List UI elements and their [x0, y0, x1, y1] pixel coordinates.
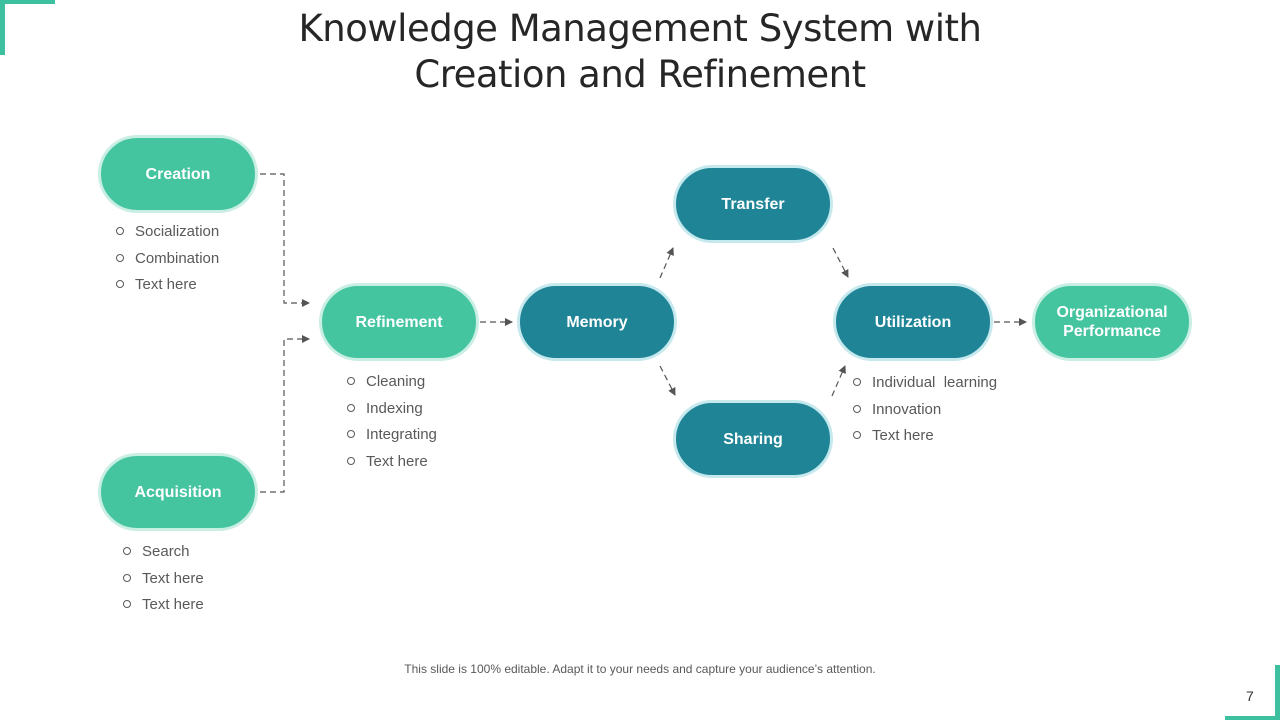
list-item: Combination [116, 246, 219, 273]
page-number: 7 [1246, 688, 1254, 704]
connector-acquisition-to-refinement [260, 335, 310, 493]
creation-list: Socialization Combination Text here [116, 219, 219, 299]
node-refinement: Refinement [319, 283, 479, 361]
connector-creation-to-refinement [260, 173, 310, 307]
list-item: Text here [116, 272, 219, 299]
list-item: Text here [347, 449, 437, 476]
connector-transfer-to-utilization [832, 247, 849, 278]
list-item: Text here [123, 592, 204, 619]
connector-sharing-to-utilization [831, 365, 846, 397]
page-title-line-1: Knowledge Management System with [298, 7, 982, 50]
footer-note: This slide is 100% editable. Adapt it to… [404, 662, 876, 676]
list-item: Text here [123, 566, 204, 593]
corner-accent-bottom-right-vertical [1275, 665, 1280, 720]
node-acquisition: Acquisition [98, 453, 258, 531]
list-item: Text here [853, 423, 997, 450]
node-organizational-performance-label: Organizational Performance [1056, 304, 1168, 340]
node-utilization-label: Utilization [874, 313, 952, 331]
corner-accent-bottom-right-horizontal [1225, 716, 1280, 720]
node-creation: Creation [98, 135, 258, 213]
node-acquisition-label: Acquisition [134, 483, 222, 501]
page-title-line-2: Creation and Refinement [414, 53, 866, 96]
corner-accent-top-left-vertical [0, 0, 5, 55]
node-memory-label: Memory [566, 313, 628, 331]
node-sharing-label: Sharing [723, 430, 783, 448]
list-item: Cleaning [347, 369, 437, 396]
connector-memory-to-sharing [659, 365, 676, 396]
list-item: Individual learning [853, 370, 997, 397]
corner-accent-top-left-horizontal [0, 0, 55, 4]
node-utilization: Utilization [833, 283, 993, 361]
refinement-list: Cleaning Indexing Integrating Text here [347, 369, 437, 475]
list-item: Search [123, 539, 204, 566]
node-refinement-label: Refinement [355, 313, 443, 331]
acquisition-list: Search Text here Text here [123, 539, 204, 619]
list-item: Indexing [347, 396, 437, 423]
utilization-list: Individual learning Innovation Text here [853, 370, 997, 450]
list-item: Socialization [116, 219, 219, 246]
list-item: Innovation [853, 397, 997, 424]
node-transfer-label: Transfer [721, 195, 785, 213]
node-creation-label: Creation [145, 165, 211, 183]
page-title: Knowledge Management System with Creatio… [240, 6, 1040, 98]
node-memory: Memory [517, 283, 677, 361]
connector-memory-to-transfer [659, 247, 674, 279]
node-sharing: Sharing [673, 400, 833, 478]
list-item: Integrating [347, 422, 437, 449]
node-transfer: Transfer [673, 165, 833, 243]
node-organizational-performance: Organizational Performance [1032, 283, 1192, 361]
